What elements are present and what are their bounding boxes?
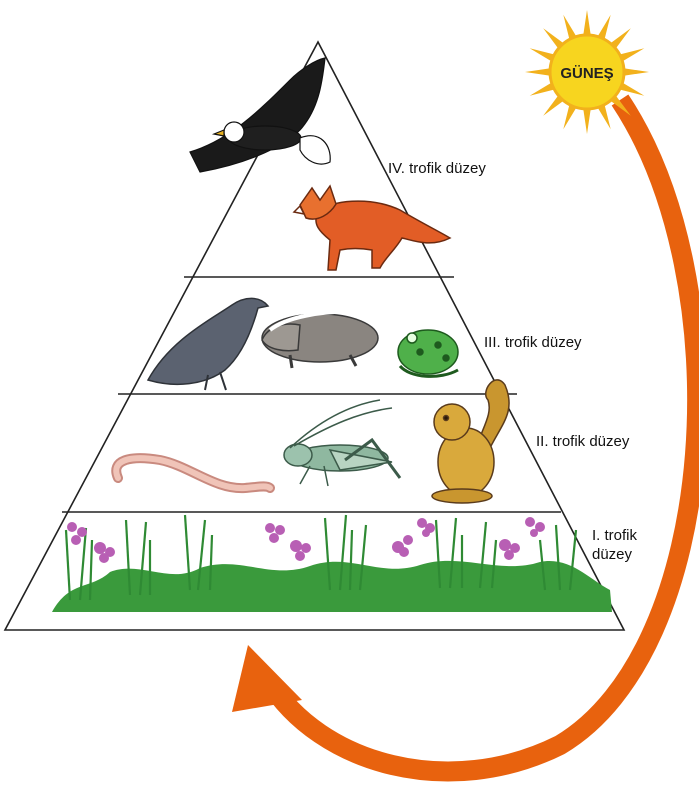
- level-label-iii: III. trofik düzey: [484, 334, 582, 351]
- sun: GÜNEŞ: [525, 10, 649, 134]
- grass-meadow: [52, 561, 612, 612]
- level-label-i-line2: düzey: [592, 546, 633, 563]
- crow: [148, 298, 268, 390]
- sun-ray: [583, 108, 591, 134]
- level-label-iv: IV. trofik düzey: [388, 160, 486, 177]
- badger: [262, 312, 378, 368]
- flowers: [67, 517, 545, 563]
- frog: [398, 330, 458, 376]
- fox: [294, 186, 450, 270]
- earthworm: [116, 458, 270, 488]
- squirrel: [432, 380, 509, 503]
- sun-label: GÜNEŞ: [560, 65, 613, 82]
- level-label-ii: II. trofik düzey: [536, 433, 630, 450]
- level-label-i-line1: I. trofik: [592, 527, 638, 544]
- eagle: [190, 58, 330, 172]
- sun-ray: [623, 68, 649, 76]
- producers-grass: [52, 515, 612, 612]
- grasshopper: [284, 400, 400, 486]
- sun-ray: [583, 10, 591, 36]
- sun-ray: [525, 68, 551, 76]
